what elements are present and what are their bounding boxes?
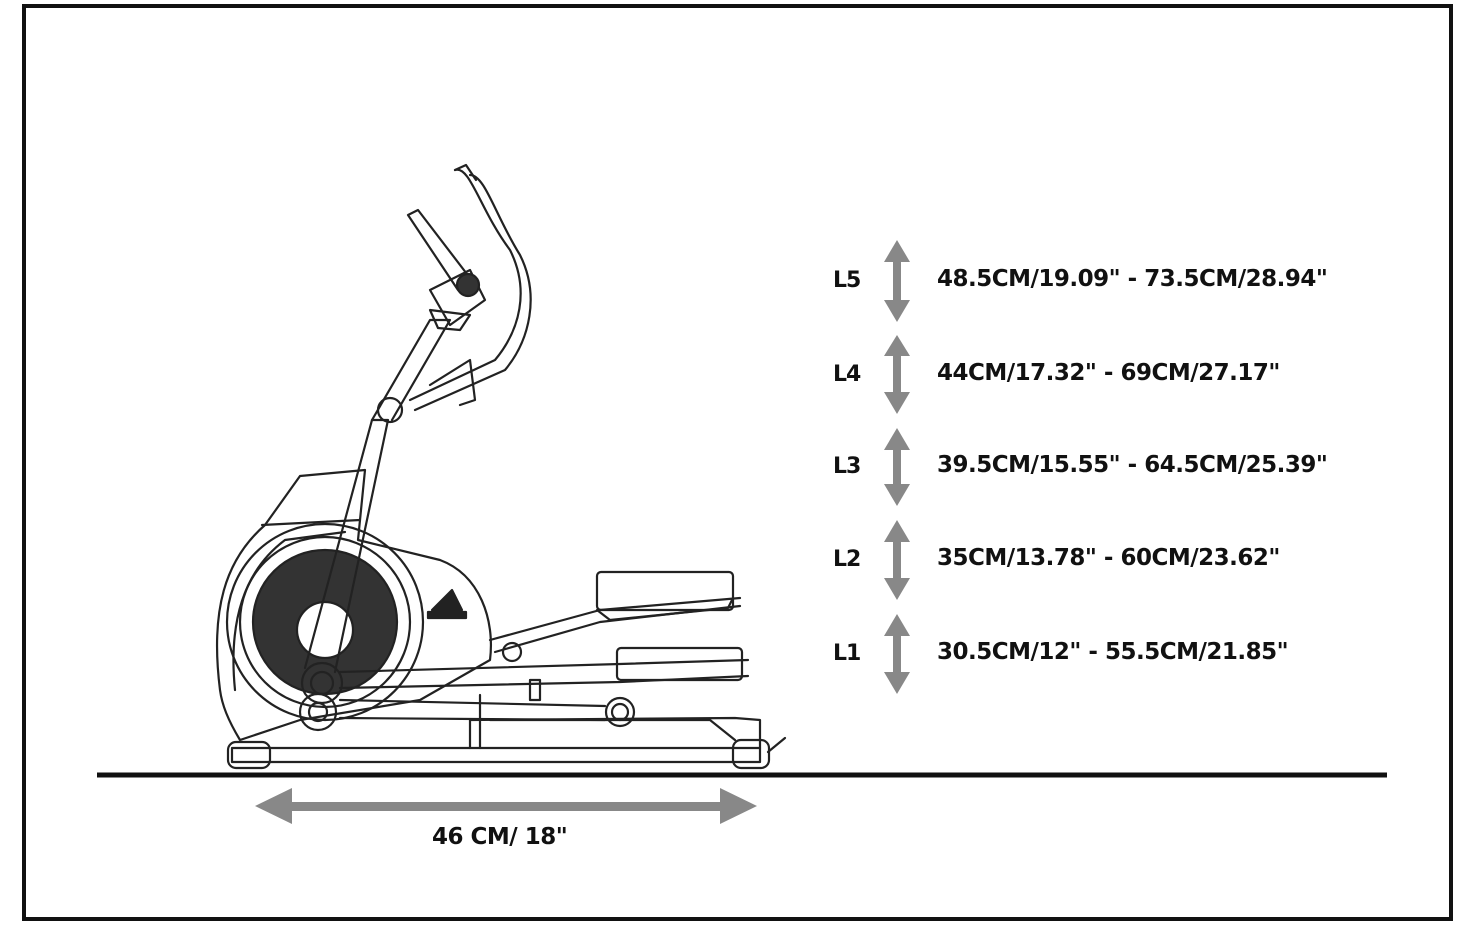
level-label-l4: L4: [833, 362, 861, 387]
level-label-l5: L5: [833, 268, 861, 293]
level-double-arrow-icon: [884, 240, 910, 694]
level-arrow-l3: [884, 428, 910, 506]
level-arrow-l4: [884, 335, 910, 414]
level-range-l4: 44CM/17.32" - 69CM/27.17": [937, 360, 1280, 386]
level-arrow-l2: [884, 520, 910, 600]
stride-length-label: 46 CM/ 18": [432, 824, 568, 850]
elliptical-trainer-icon: [215, 163, 787, 770]
level-range-l3: 39.5CM/15.55" - 64.5CM/25.39": [937, 452, 1328, 478]
diagram-frame: [22, 4, 1453, 921]
level-arrow-l5: [884, 240, 910, 322]
level-arrow-l1: [884, 614, 910, 694]
level-label-l1: L1: [833, 641, 861, 666]
level-range-l1: 30.5CM/12" - 55.5CM/21.85": [937, 639, 1289, 665]
stride-double-arrow-icon: [255, 788, 757, 824]
level-label-l3: L3: [833, 454, 861, 479]
level-range-l5: 48.5CM/19.09" - 73.5CM/28.94": [937, 266, 1328, 292]
level-range-l2: 35CM/13.78" - 60CM/23.62": [937, 545, 1280, 571]
level-label-l2: L2: [833, 547, 861, 572]
